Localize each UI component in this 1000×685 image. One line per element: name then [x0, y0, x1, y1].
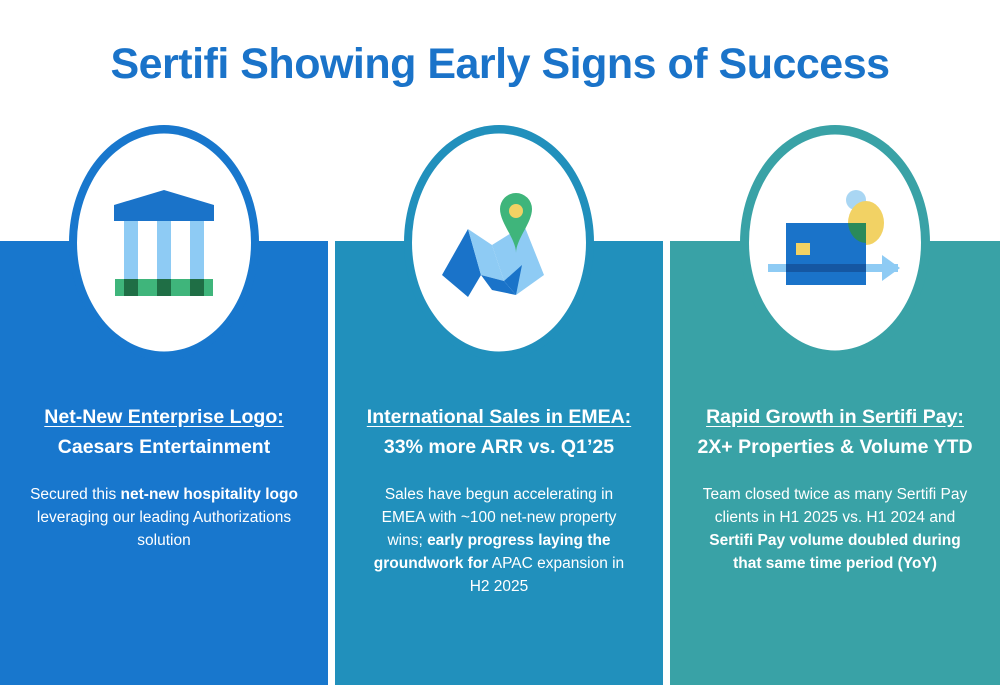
body-text: Sales have begun accelerating in EMEA wi…: [381, 486, 617, 549]
panel-body: Secured this net-new hospitality logo le…: [30, 483, 298, 552]
bank-building-icon: [77, 133, 251, 352]
body-text: leveraging our leading Authorizations so…: [36, 509, 292, 549]
body-text: Team closed twice as many Sertifi Pay cl…: [702, 486, 968, 526]
panel-heading: Net-New Enterprise Logo: Caesars Enterta…: [0, 402, 328, 462]
body-text: Secured this: [30, 486, 121, 503]
icon-circle-map: [404, 125, 594, 360]
map-pin-icon: [412, 133, 586, 352]
panel-heading-subtitle: Caesars Entertainment: [57, 436, 271, 458]
panel-heading-title: Rapid Growth in Sertifi Pay:: [706, 406, 964, 428]
panel-body: Sales have begun accelerating in EMEA wi…: [365, 483, 633, 598]
page-title: Sertifi Showing Early Signs of Success: [110, 40, 890, 88]
panel-heading: International Sales in EMEA: 33% more AR…: [335, 402, 663, 462]
credit-card-payment-icon: [749, 134, 921, 351]
icon-circle-card: [740, 125, 930, 360]
panel-heading-title: International Sales in EMEA:: [366, 406, 632, 428]
panel-body: Team closed twice as many Sertifi Pay cl…: [700, 483, 970, 575]
body-text-bold: early progress laying the groundwork for: [373, 532, 611, 572]
panel-heading-subtitle: 33% more ARR vs. Q1’25: [383, 436, 615, 458]
panel-heading: Rapid Growth in Sertifi Pay: 2X+ Propert…: [670, 402, 1000, 462]
panel-heading-title: Net-New Enterprise Logo:: [44, 406, 284, 428]
panel-heading-subtitle: 2X+ Properties & Volume YTD: [697, 436, 973, 458]
panel-emea-sales: International Sales in EMEA: 33% more AR…: [335, 241, 663, 685]
icon-circle-bank: [69, 125, 259, 360]
body-text: APAC expansion in H2 2025: [469, 555, 625, 595]
body-text-bold: net-new hospitality logo: [120, 486, 298, 503]
body-text-bold: Sertifi Pay volume doubled during that s…: [709, 532, 961, 572]
